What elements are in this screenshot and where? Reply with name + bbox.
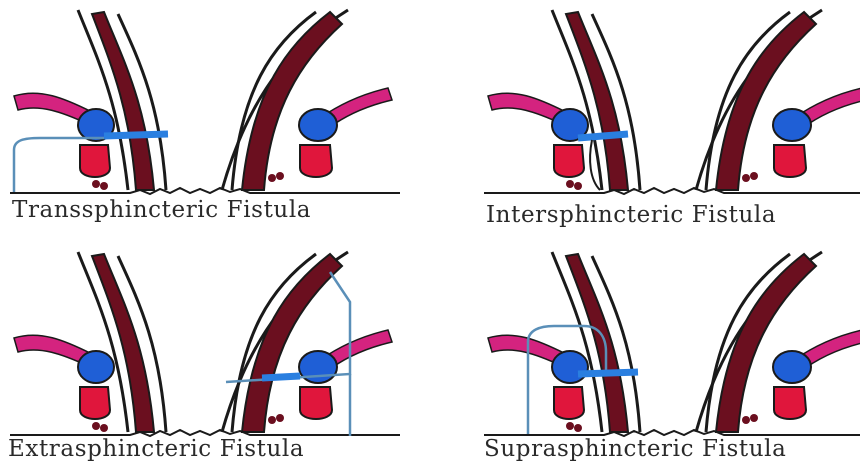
panel-suprasphincteric (484, 252, 860, 436)
caption-intersphincteric: Intersphincteric Fistula (486, 202, 776, 228)
panel-intersphincteric (484, 10, 860, 194)
caption-suprasphincteric: Suprasphincteric Fistula (484, 436, 786, 462)
caption-extrasphincteric: Extrasphincteric Fistula (8, 436, 304, 462)
caption-transsphincteric: Transsphincteric Fistula (12, 197, 311, 223)
panel-transsphincteric (10, 10, 400, 194)
panel-extrasphincteric (10, 252, 400, 436)
